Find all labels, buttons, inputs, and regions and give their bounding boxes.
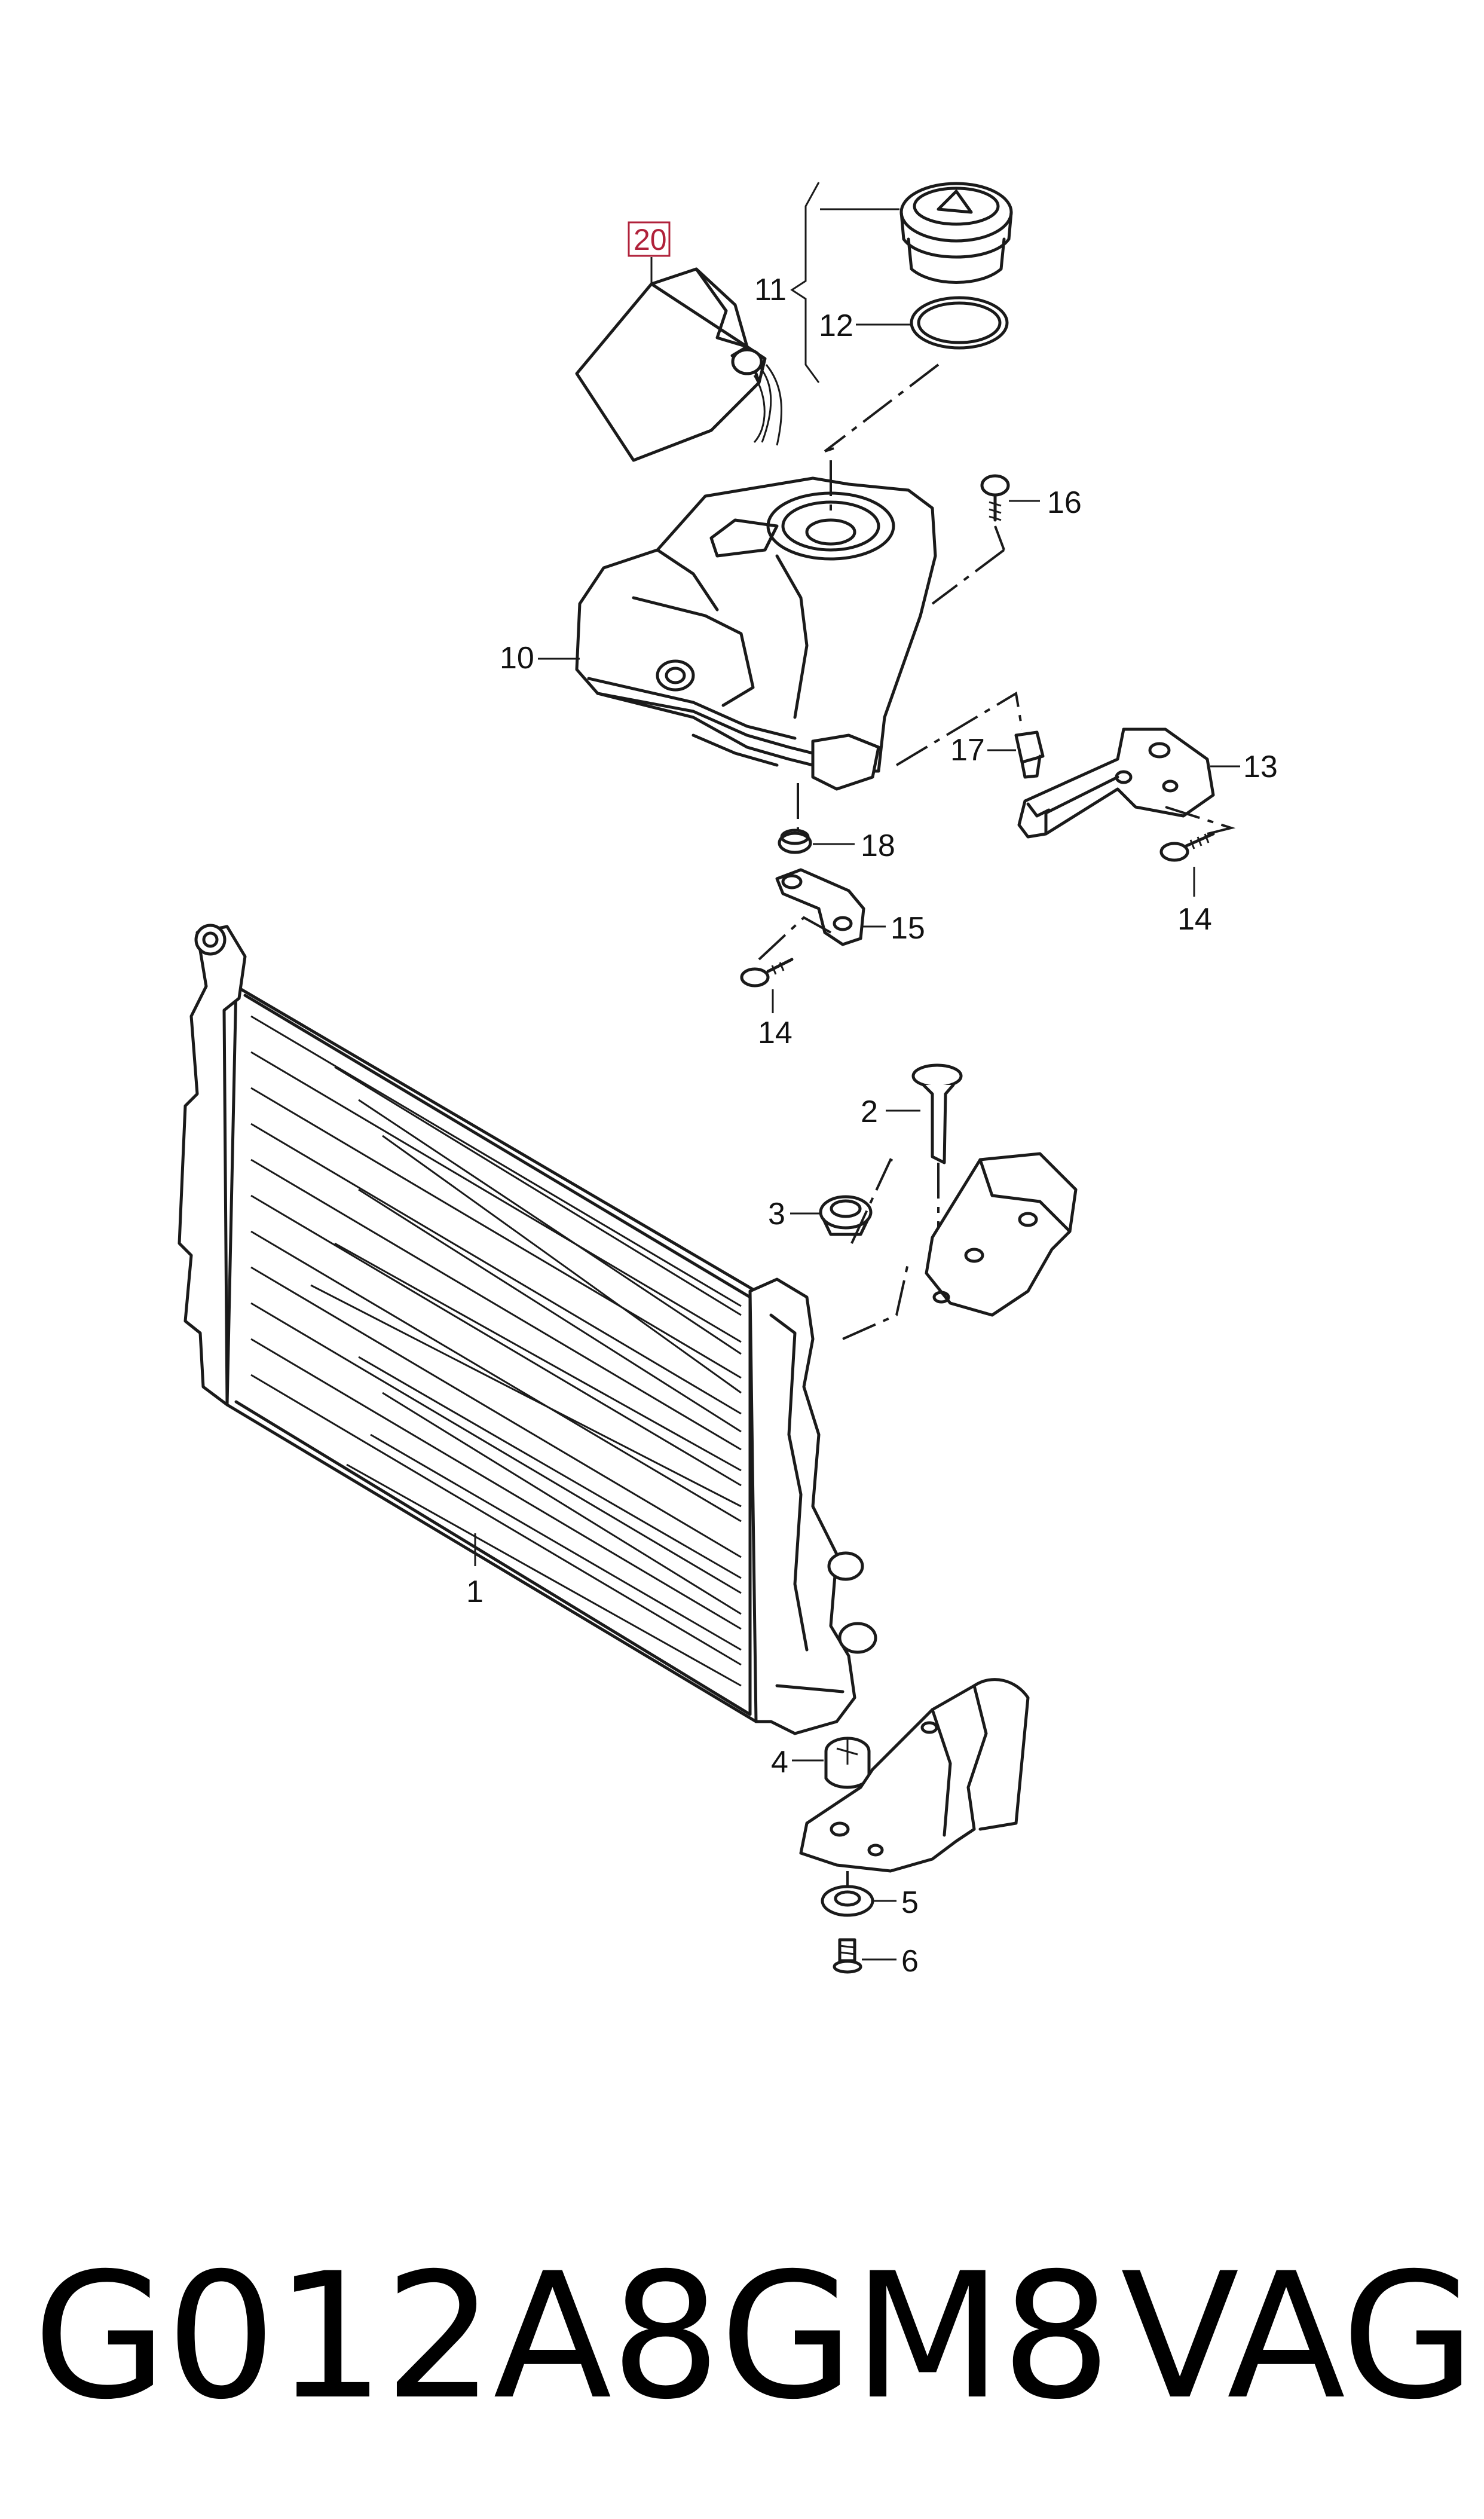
seal-ring-drawing (910, 296, 1009, 350)
callout-label-1: 1 (466, 1575, 484, 1609)
callout-label-5: 5 (901, 1885, 919, 1920)
mount-bracket-upper-drawing (925, 1152, 1078, 1317)
callout-label-3: 3 (768, 1197, 785, 1231)
callout-label-16: 16 (1047, 485, 1082, 520)
callout-label-13: 13 (1243, 750, 1278, 784)
callout-label-12: 12 (819, 308, 853, 343)
parts-exploded-diagram: 20 11 12 10 16 (178, 182, 1278, 1979)
bolt-6-drawing (833, 1938, 862, 1974)
filler-cap-drawing (899, 182, 1013, 284)
callout-label-17: 17 (950, 733, 985, 768)
radiator-drawing (178, 924, 877, 1735)
part-number: G012A8GM8 (33, 2236, 1112, 2438)
bracket-15-drawing (775, 868, 865, 946)
grommet-3-drawing (819, 1195, 873, 1236)
callout-label-15: 15 (891, 911, 925, 946)
brand-name: VAG (1121, 2236, 1476, 2438)
part-number-footer: G012A8GM8 VAG (33, 2236, 1476, 2439)
callout-label-18: 18 (861, 829, 895, 863)
bracket-13-drawing (1017, 727, 1215, 839)
callout-label-14-right: 14 (1177, 902, 1212, 937)
mount-bracket-lower-drawing (799, 1678, 1030, 1873)
callout-label-20: 20 (634, 223, 667, 256)
callout-label-10: 10 (500, 641, 534, 675)
washer-5-drawing (821, 1885, 874, 1917)
coolant-canister-drawing (575, 267, 782, 462)
callout-label-6: 6 (901, 1944, 919, 1979)
callout-box-20 (628, 221, 671, 257)
clip-17-drawing (1014, 730, 1045, 779)
callout-label-14-left: 14 (758, 1016, 793, 1050)
callout-label-11: 11 (754, 273, 787, 307)
callout-label-2: 2 (861, 1095, 878, 1129)
screw-14-left-drawing (740, 958, 794, 988)
screw-14-right-drawing (1159, 832, 1215, 862)
expansion-tank-drawing (575, 476, 937, 791)
callout-label-4: 4 (771, 1745, 788, 1780)
rubber-mount-4-drawing (824, 1737, 871, 1789)
screw-16-drawing (980, 474, 1010, 522)
grommet-18-drawing (778, 829, 812, 854)
pin-2-drawing (911, 1063, 963, 1164)
